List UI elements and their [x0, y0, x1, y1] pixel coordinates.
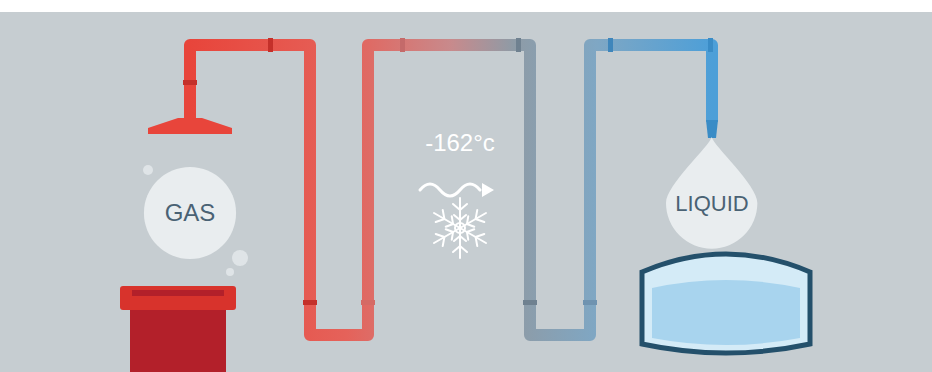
- gas-bubble: [143, 165, 153, 175]
- gas-bubble: [232, 250, 248, 266]
- tank-liquid: [652, 280, 800, 345]
- state-label: GAS: [165, 199, 216, 227]
- gas-pedestal-rim: [132, 290, 224, 296]
- gas-pedestal-flange: [120, 286, 236, 310]
- temperature-label: -162°c: [425, 129, 495, 157]
- liquid-drop-node: LIQUID: [666, 137, 757, 249]
- state-label: LIQUID: [675, 191, 748, 217]
- gas-bubble-node: GAS: [143, 166, 237, 260]
- showerhead: [148, 118, 232, 134]
- pipe: [190, 45, 712, 335]
- gas-bubble: [226, 268, 234, 276]
- gas-pedestal-body: [130, 308, 226, 372]
- background-panel: [0, 12, 932, 372]
- wave-arrow: [420, 184, 480, 196]
- wave-arrowhead: [482, 183, 494, 197]
- nozzle: [706, 120, 718, 138]
- storage-tank: [642, 254, 810, 353]
- pipe-joints: [183, 38, 713, 305]
- snowflake: [431, 198, 490, 258]
